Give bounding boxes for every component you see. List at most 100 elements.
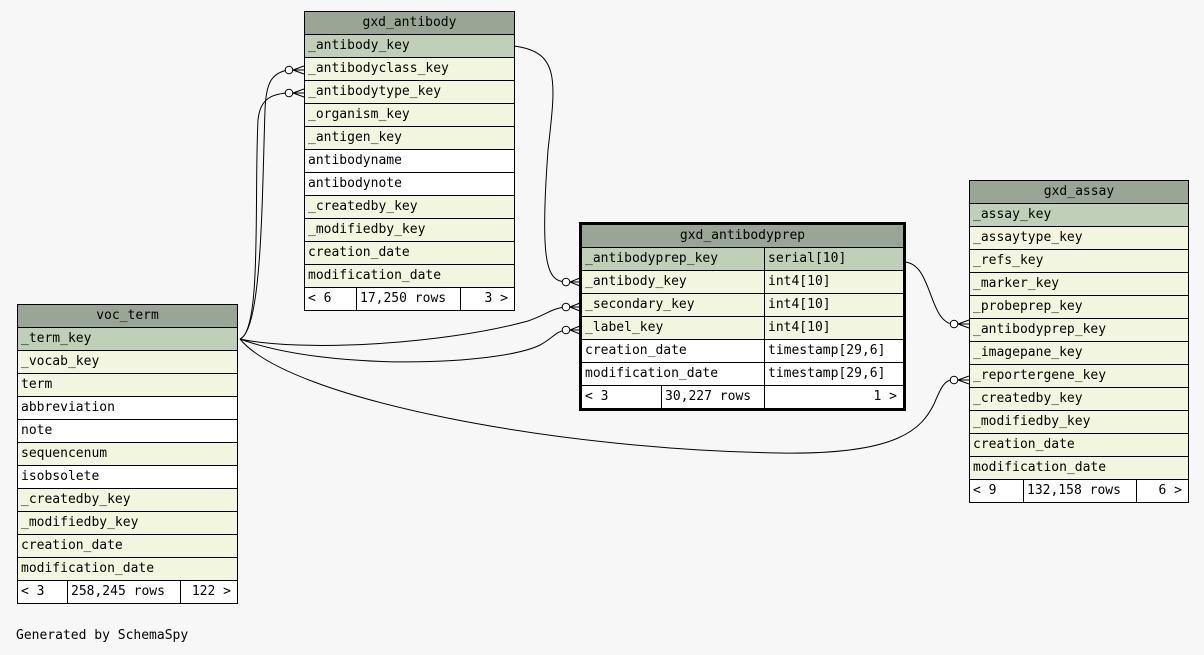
- column-row[interactable]: antibodyname: [305, 150, 514, 173]
- column-name: _createdby_key: [21, 492, 131, 507]
- parents-link[interactable]: < 9: [970, 480, 1023, 502]
- column-row[interactable]: _createdby_key: [970, 388, 1188, 411]
- column-name: _reportergene_key: [973, 368, 1107, 383]
- column-name: modification_date: [308, 268, 442, 283]
- column-row[interactable]: _imagepane_key: [970, 342, 1188, 365]
- children-link[interactable]: 1 >: [764, 386, 903, 408]
- column-name: _probeprep_key: [973, 299, 1083, 314]
- row-count: 258,245 rows: [67, 581, 180, 603]
- children-link[interactable]: 3 >: [460, 288, 514, 310]
- column-row[interactable]: _modifiedby_key: [305, 219, 514, 242]
- column-row[interactable]: _antibodyprep_key serial[10]: [582, 248, 903, 271]
- column-name: _marker_key: [973, 276, 1060, 291]
- column-name: _antibodyprep_key: [973, 322, 1107, 337]
- column-row[interactable]: _refs_key: [970, 250, 1188, 273]
- column-name: _label_key: [585, 320, 664, 335]
- column-row[interactable]: creation_date: [18, 535, 237, 558]
- column-name: _createdby_key: [973, 391, 1083, 406]
- column-row[interactable]: antibodynote: [305, 173, 514, 196]
- table-gxd-assay[interactable]: gxd_assay _assay_key _assaytype_key _refs_…: [969, 180, 1189, 503]
- column-type: timestamp[29,6]: [764, 340, 902, 362]
- rel-term-antibodytype: [239, 92, 289, 340]
- row-count: 17,250 rows: [356, 288, 460, 310]
- column-row[interactable]: _vocab_key: [18, 351, 237, 374]
- table-gxd-antibody[interactable]: gxd_antibody _antibody_key _antibodyclass…: [304, 11, 515, 311]
- column-name: _antibodyclass_key: [308, 61, 449, 76]
- column-row[interactable]: _label_key int4[10]: [582, 317, 903, 340]
- column-type: int4[10]: [764, 317, 902, 339]
- column-name: sequencenum: [21, 446, 108, 461]
- column-name: antibodynote: [308, 176, 402, 191]
- column-type: int4[10]: [764, 271, 902, 293]
- column-row[interactable]: _antibody_key: [305, 35, 514, 58]
- column-row[interactable]: _antibodytype_key: [305, 81, 514, 104]
- column-row[interactable]: _marker_key: [970, 273, 1188, 296]
- column-row[interactable]: modification_date: [18, 558, 237, 581]
- column-row[interactable]: abbreviation: [18, 397, 237, 420]
- rel-antibody-antibodyprep: [513, 45, 567, 283]
- column-name: _refs_key: [973, 253, 1044, 268]
- column-name: _antibodytype_key: [308, 84, 442, 99]
- column-row[interactable]: _probeprep_key: [970, 296, 1188, 319]
- table-header[interactable]: voc_term: [18, 305, 237, 328]
- column-name: _imagepane_key: [973, 345, 1083, 360]
- column-name: _antibodyprep_key: [585, 251, 719, 266]
- column-row[interactable]: modification_date: [305, 265, 514, 288]
- column-name: _organism_key: [308, 107, 410, 122]
- column-row[interactable]: isobsolete: [18, 466, 237, 489]
- column-row[interactable]: _antibodyclass_key: [305, 58, 514, 81]
- column-row[interactable]: sequencenum: [18, 443, 237, 466]
- column-row[interactable]: _createdby_key: [18, 489, 237, 512]
- column-row[interactable]: note: [18, 420, 237, 443]
- column-row[interactable]: _modifiedby_key: [18, 512, 237, 535]
- column-row[interactable]: term: [18, 374, 237, 397]
- rel-term-label: [239, 329, 567, 363]
- column-row[interactable]: modification_date timestamp[29,6]: [582, 363, 903, 386]
- column-name: _antibody_key: [585, 274, 687, 289]
- column-row[interactable]: _reportergene_key: [970, 365, 1188, 388]
- column-row[interactable]: _antibody_key int4[10]: [582, 271, 903, 294]
- column-type: timestamp[29,6]: [764, 363, 902, 385]
- column-row[interactable]: modification_date: [970, 457, 1188, 480]
- table-header[interactable]: gxd_assay: [970, 181, 1188, 204]
- table-gxd-antibodyprep[interactable]: gxd_antibodyprep _antibodyprep_key serial…: [579, 222, 906, 411]
- column-row[interactable]: _createdby_key: [305, 196, 514, 219]
- column-name: _assaytype_key: [973, 230, 1083, 245]
- column-row[interactable]: _modifiedby_key: [970, 411, 1188, 434]
- column-name: _modifiedby_key: [308, 222, 426, 237]
- column-name: _modifiedby_key: [21, 515, 139, 530]
- column-name: antibodyname: [308, 153, 402, 168]
- column-row[interactable]: _assay_key: [970, 204, 1188, 227]
- generated-by-label: Generated by SchemaSpy: [16, 628, 189, 643]
- column-name: _antibody_key: [308, 38, 410, 53]
- column-row[interactable]: _antibodyprep_key: [970, 319, 1188, 342]
- column-row[interactable]: _assaytype_key: [970, 227, 1188, 250]
- parents-link[interactable]: < 6: [305, 288, 356, 310]
- column-row[interactable]: _antigen_key: [305, 127, 514, 150]
- table-header[interactable]: gxd_antibody: [305, 12, 514, 35]
- table-header[interactable]: gxd_antibodyprep: [582, 225, 903, 248]
- column-name: creation_date: [308, 245, 410, 260]
- parents-link[interactable]: < 3: [18, 581, 67, 603]
- column-name: _antigen_key: [308, 130, 402, 145]
- children-link[interactable]: 6 >: [1136, 480, 1188, 502]
- column-row[interactable]: _term_key: [18, 328, 237, 351]
- column-row[interactable]: creation_date: [970, 434, 1188, 457]
- column-name: _createdby_key: [308, 199, 418, 214]
- column-type: serial[10]: [764, 248, 902, 270]
- column-name: modification_date: [585, 366, 719, 381]
- column-row[interactable]: creation_date: [305, 242, 514, 265]
- column-name: modification_date: [21, 561, 155, 576]
- column-name: modification_date: [973, 460, 1107, 475]
- column-name: isobsolete: [21, 469, 100, 484]
- children-link[interactable]: 122 >: [180, 581, 237, 603]
- column-row[interactable]: _organism_key: [305, 104, 514, 127]
- column-name: _modifiedby_key: [973, 414, 1091, 429]
- parents-link[interactable]: < 3: [582, 386, 661, 408]
